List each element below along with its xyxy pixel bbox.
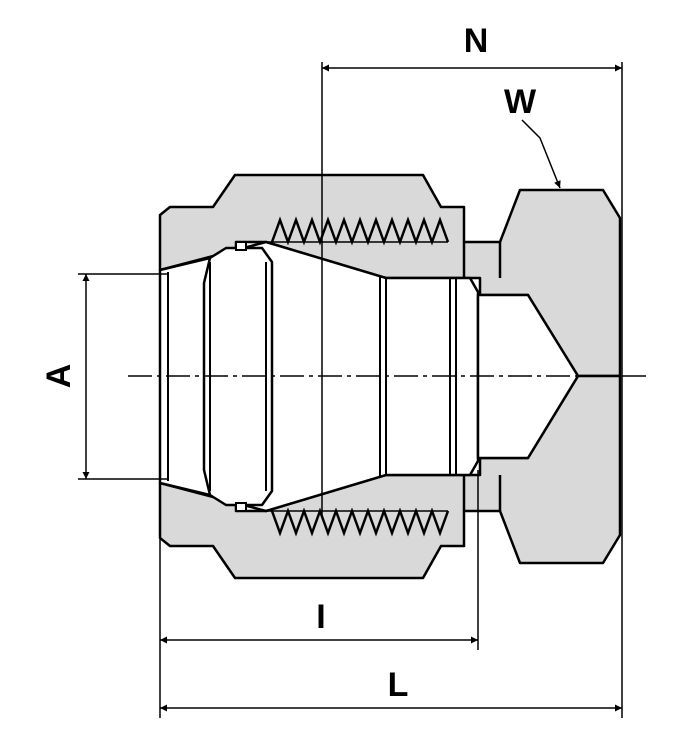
label-a: A bbox=[40, 364, 78, 389]
dim-w-leader bbox=[521, 119, 561, 189]
ferrule-notches bbox=[235, 241, 247, 512]
label-w: W bbox=[504, 83, 537, 121]
label-i: I bbox=[316, 598, 325, 636]
inner-contour bbox=[462, 242, 502, 511]
thread-upper bbox=[266, 216, 450, 246]
label-l: L bbox=[388, 666, 409, 704]
dimensions bbox=[78, 62, 623, 718]
label-n: N bbox=[464, 22, 489, 60]
thread-lower bbox=[266, 507, 450, 537]
